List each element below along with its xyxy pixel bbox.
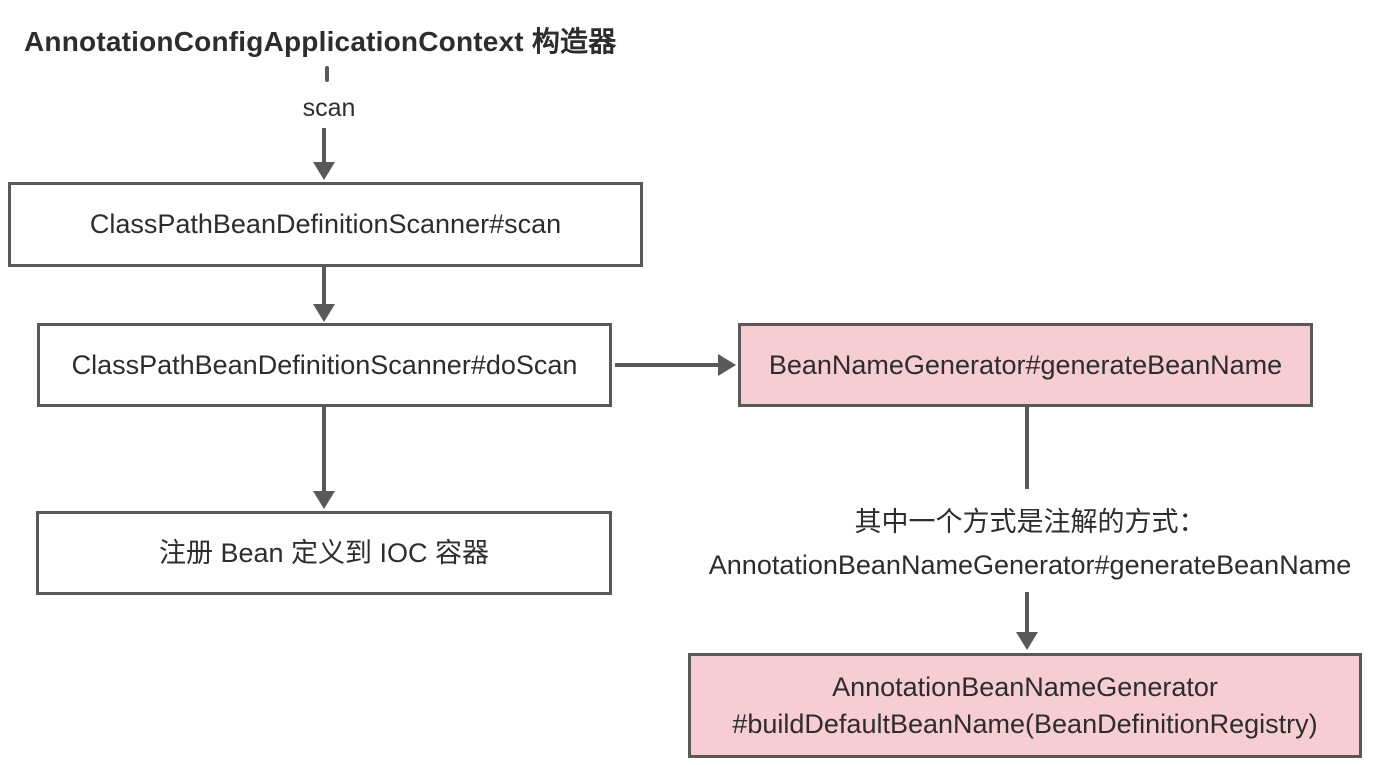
connector-generator-bottom-segment	[1025, 592, 1029, 634]
arrow-doscan-to-register-head	[313, 491, 335, 509]
node-classpath-scanner-scan: ClassPathBeanDefinitionScanner#scan	[8, 182, 643, 267]
arrow-scan-to-doscan-stem	[322, 267, 326, 306]
edge-label-scan: scan	[302, 94, 356, 122]
arrow-scan-to-doscan-head	[313, 304, 335, 322]
node-annotation-bean-name-generator-line1: AnnotationBeanNameGenerator	[832, 672, 1218, 703]
node-bean-name-generator: BeanNameGenerator#generateBeanName	[738, 323, 1313, 407]
arrow-scan-head	[313, 162, 335, 180]
arrow-doscan-to-generator-stem	[615, 363, 718, 367]
annotation-text-line1: 其中一个方式是注解的方式：	[854, 507, 1206, 537]
arrow-doscan-to-generator-head	[718, 354, 736, 376]
node-classpath-scanner-doscan-label: ClassPathBeanDefinitionScanner#doScan	[71, 349, 578, 380]
node-classpath-scanner-scan-label: ClassPathBeanDefinitionScanner#scan	[89, 209, 562, 240]
connector-generator-top-segment	[1025, 407, 1029, 489]
arrow-scan-stem	[322, 128, 326, 166]
node-register-bean-definition: 注册 Bean 定义到 IOC 容器	[36, 511, 612, 595]
node-register-bean-definition-label: 注册 Bean 定义到 IOC 容器	[158, 537, 490, 568]
node-bean-name-generator-label: BeanNameGenerator#generateBeanName	[768, 349, 1283, 380]
arrow-doscan-to-register-stem	[322, 407, 326, 493]
annotation-text-line2: AnnotationBeanNameGenerator#generateBean…	[708, 550, 1352, 580]
diagram-title: AnnotationConfigApplicationContext 构造器	[24, 26, 617, 57]
edge-dash	[325, 66, 329, 82]
connector-generator-head	[1016, 632, 1038, 650]
node-classpath-scanner-doscan: ClassPathBeanDefinitionScanner#doScan	[37, 323, 612, 407]
node-annotation-bean-name-generator-line2: #buildDefaultBeanName(BeanDefinitionRegi…	[732, 708, 1318, 739]
node-annotation-bean-name-generator: AnnotationBeanNameGenerator #buildDefaul…	[688, 653, 1362, 758]
